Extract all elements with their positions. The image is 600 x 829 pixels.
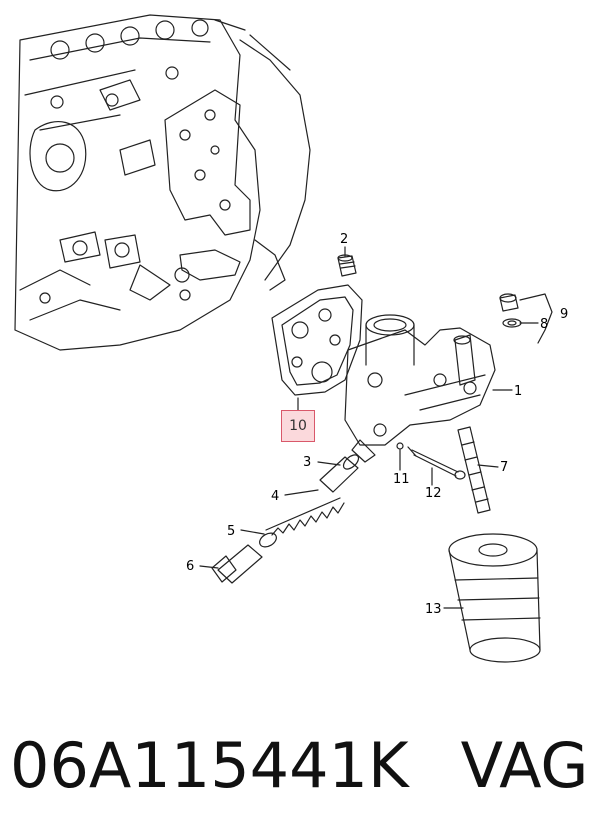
engine-block: [14, 14, 311, 351]
threaded-stud-part-7: [457, 426, 491, 514]
part-number: 06A115441K: [10, 728, 409, 802]
brand-name: VAG: [460, 728, 589, 802]
washer-part-11: [396, 442, 404, 450]
oil-filter-part-13: [448, 533, 541, 663]
plug-part-6: [211, 544, 263, 584]
highlighted-callout-10[interactable]: 10: [281, 410, 315, 442]
callout-labels: 1 2 3 4 5 6 7 8 9 11 12 13: [186, 232, 568, 617]
bolt-part-9: [499, 293, 522, 328]
callout-2: 2: [340, 232, 348, 247]
callout-13: 13: [425, 602, 442, 617]
callout-8: 8: [540, 317, 548, 332]
bolt-part-12: [407, 446, 466, 480]
callout-3: 3: [303, 455, 311, 470]
plug-part-2: [337, 254, 357, 277]
callout-7: 7: [500, 460, 508, 475]
part-caption: 06A115441K VAG: [10, 720, 590, 810]
sleeve-part-3: [319, 454, 360, 493]
oil-filter-housing-part-1: [344, 314, 496, 463]
leader-lines: [199, 246, 553, 609]
mounting-bracket: [164, 89, 286, 291]
callout-5: 5: [227, 524, 235, 539]
seal-ring-part-5: [259, 532, 277, 548]
spring-part-4: [265, 497, 345, 536]
exploded-parts-diagram: 1 2 3 4 5 6 7 8 9 11 12 13: [14, 14, 568, 663]
callout-9: 9: [560, 307, 568, 322]
callout-1: 1: [514, 384, 522, 399]
callout-11: 11: [393, 472, 410, 487]
callout-6: 6: [186, 559, 194, 574]
gasket-part-10: [271, 284, 363, 396]
callout-4: 4: [271, 489, 279, 504]
callout-12: 12: [425, 486, 442, 501]
